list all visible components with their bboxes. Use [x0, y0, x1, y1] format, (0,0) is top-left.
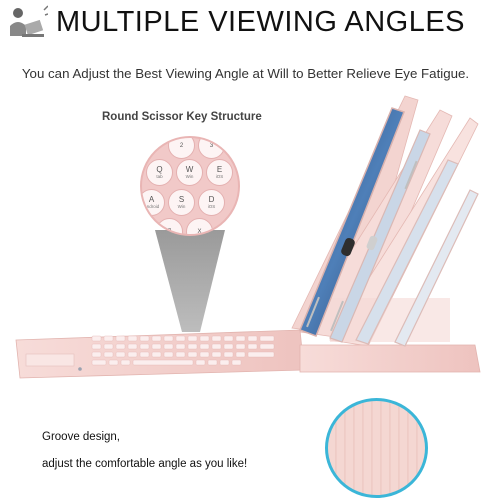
keycap: D iOS	[198, 189, 225, 216]
page-subtitle: You can Adjust the Best Viewing Angle at…	[21, 66, 470, 81]
keycap: S Win	[168, 189, 195, 216]
groove-callout-line1: Groove design,	[42, 431, 120, 443]
tablet-positions	[299, 107, 479, 347]
keycap: E iOS	[206, 159, 233, 186]
keycap: 3	[198, 138, 225, 159]
key-zoom-circle: 2 3 Q tab W Win E iOS A Android S Win D …	[140, 136, 240, 236]
groove-callout-text: Groove design, adjust the comfortable an…	[42, 431, 248, 470]
key-structure-heading: Round Scissor Key Structure	[102, 111, 262, 123]
keyboard-base	[15, 329, 305, 379]
page-title: MULTIPLE VIEWING ANGLES	[56, 6, 466, 38]
person-at-laptop-icon	[4, 4, 48, 44]
keycap: W Win	[176, 159, 203, 186]
groove-zoom-circle	[325, 398, 428, 498]
groove-callout-line2: adjust the comfortable angle as you like…	[42, 457, 248, 470]
keycap: X	[186, 218, 213, 234]
keycap: 2	[168, 138, 195, 159]
zoom-cone	[155, 230, 225, 332]
keycap: Q tab	[146, 159, 173, 186]
keycap: Z	[156, 218, 183, 234]
keycap: A Android	[142, 189, 165, 216]
